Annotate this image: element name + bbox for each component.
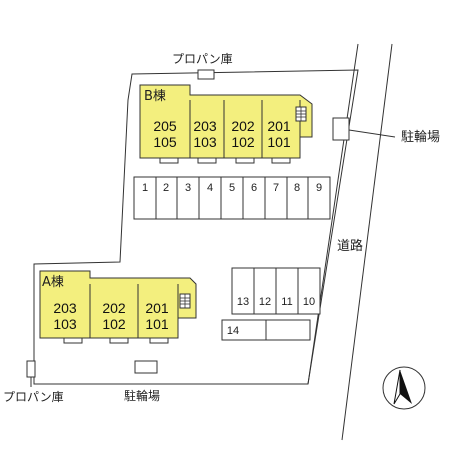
building-b-label: B棟: [144, 89, 166, 104]
parking-row-middle: [231, 267, 321, 315]
north-arrow-icon: [382, 366, 426, 410]
unit-number: 101: [267, 134, 291, 150]
parking-slot-number: 6: [250, 182, 258, 194]
parking-slot-number: 12: [258, 296, 272, 308]
parking-slot-number: 4: [206, 182, 214, 194]
parking-slot-number: 2: [162, 182, 170, 194]
building-b: [139, 84, 313, 159]
unit-number: 201: [145, 300, 169, 316]
building-a: [39, 270, 197, 339]
parking-slot-number: 8: [293, 182, 301, 194]
road-edge-right: [341, 43, 393, 441]
unit-number: 103: [193, 134, 217, 150]
unit-number: 203: [53, 300, 77, 316]
road-label: 道路: [337, 239, 364, 254]
bicycle-parking-right: [332, 117, 350, 141]
unit-number: 102: [231, 134, 255, 150]
parking-slot-number: 5: [228, 182, 236, 194]
bicycle-label-right: 駐輪場: [401, 130, 441, 145]
building-a-label: A棟: [42, 275, 64, 290]
propane-storage-top: [197, 69, 215, 80]
parking-slot-number: 11: [281, 296, 293, 308]
bicycle-label-bottom: 駐輪場: [124, 389, 161, 403]
bicycle-parking-bottom: [134, 360, 158, 374]
propane-label-bottom: プロパン庫: [3, 390, 64, 404]
stairs-icon: [295, 106, 307, 122]
parking-slot-number: 1: [141, 182, 149, 194]
unit-number: 101: [145, 316, 169, 332]
stairs-icon: [179, 293, 191, 309]
road-edge-left: [307, 43, 359, 385]
parking-slot-number: 10: [302, 296, 316, 308]
parking-slot-number: 7: [272, 182, 280, 194]
parking-slot-number: 13: [236, 296, 250, 308]
unit-number: 202: [231, 118, 255, 134]
unit-number: 105: [153, 134, 177, 150]
unit-number: 202: [102, 300, 126, 316]
parking-row-top: [133, 176, 331, 220]
parking-slot-number: 3: [184, 182, 192, 194]
lot-boundary: [33, 69, 359, 385]
parking-slot-number: 9: [315, 182, 323, 194]
unit-number: 205: [153, 118, 177, 134]
propane-storage-bottom: [26, 360, 36, 378]
unit-number: 203: [193, 118, 217, 134]
unit-number: 103: [53, 316, 77, 332]
unit-number: 102: [102, 316, 126, 332]
unit-number: 201: [267, 118, 291, 134]
parking-slot-number: 14: [226, 325, 240, 337]
parking-row-bottom: [221, 319, 311, 341]
propane-label-top: プロパン庫: [172, 52, 233, 66]
